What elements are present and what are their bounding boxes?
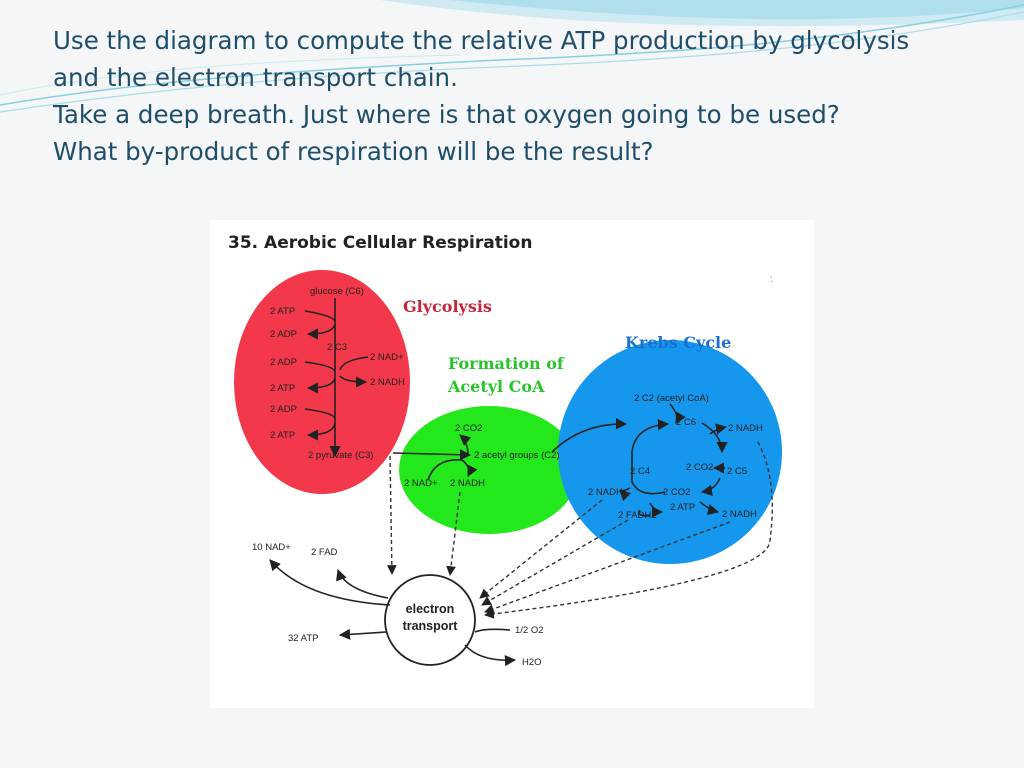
krebs-heading: Krebs Cycle — [625, 333, 731, 352]
stray-mark: : — [770, 274, 773, 285]
glycolysis-adp-3: 2 ADP — [270, 404, 297, 415]
c3-label: 2 C3 — [327, 342, 347, 353]
glycolysis-nad: 2 NAD+ — [370, 352, 404, 363]
krebs-c5: 2 C5 — [727, 466, 747, 477]
krebs-atp: 2 ATP — [670, 502, 695, 513]
etc-nad: 10 NAD+ — [252, 542, 291, 553]
acetyl-heading-line2: Acetyl CoA — [447, 377, 545, 396]
krebs-region — [558, 340, 782, 564]
krebs-nadh-left: 2 NADH — [588, 487, 623, 498]
prompt-line-4: What by-product of respiration will be t… — [53, 133, 973, 170]
acetyl-nadh: 2 NADH — [450, 478, 485, 489]
krebs-c6: 2 C6 — [676, 417, 696, 428]
prompt-line-3: Take a deep breath. Just where is that o… — [53, 96, 973, 133]
pyruvate-label: 2 pyruvate (C3) — [308, 450, 373, 461]
respiration-diagram: 35. Aerobic Cellular Respiration Glycoly… — [210, 220, 814, 708]
glycolysis-atp-1: 2 ATP — [270, 306, 295, 317]
krebs-c4: 2 C4 — [630, 466, 650, 477]
glycolysis-adp-2: 2 ADP — [270, 357, 297, 368]
glucose-label: glucose (C6) — [310, 286, 364, 297]
prompt-line-1: Use the diagram to compute the relative … — [53, 22, 973, 59]
electron-transport-line2: transport — [403, 619, 459, 633]
diagram-title: 35. Aerobic Cellular Respiration — [228, 233, 532, 253]
glycolysis-atp-2: 2 ATP — [270, 383, 295, 394]
electron-transport-line1: electron — [406, 602, 455, 616]
etc-h2o: H2O — [522, 657, 542, 668]
etc-fad: 2 FAD — [311, 547, 338, 558]
krebs-fadh2: 2 FADH2 — [618, 510, 657, 521]
glycolysis-heading: Glycolysis — [403, 297, 492, 316]
acetyl-coa-region — [399, 406, 579, 534]
krebs-co2-a: 2 CO2 — [686, 462, 713, 473]
acetyl-groups-label: 2 acetyl groups (C2) — [474, 450, 560, 461]
glycolysis-atp-3: 2 ATP — [270, 430, 295, 441]
krebs-acetyl-coa: 2 C2 (acetyl CoA) — [634, 393, 709, 404]
etc-o2: 1/2 O2 — [515, 625, 544, 636]
glycolysis-nadh: 2 NADH — [370, 377, 405, 388]
etc-atp: 32 ATP — [288, 633, 318, 644]
prompt-line-2: and the electron transport chain. — [53, 59, 973, 96]
krebs-nadh-top: 2 NADH — [728, 423, 763, 434]
acetyl-co2: 2 CO2 — [455, 423, 482, 434]
krebs-co2-b: 2 CO2 — [663, 487, 690, 498]
acetyl-nad: 2 NAD+ — [404, 478, 438, 489]
acetyl-heading-line1: Formation of — [448, 354, 565, 373]
glycolysis-adp-1: 2 ADP — [270, 329, 297, 340]
krebs-nadh-right: 2 NADH — [722, 509, 757, 520]
slide-prompt: Use the diagram to compute the relative … — [53, 22, 973, 170]
